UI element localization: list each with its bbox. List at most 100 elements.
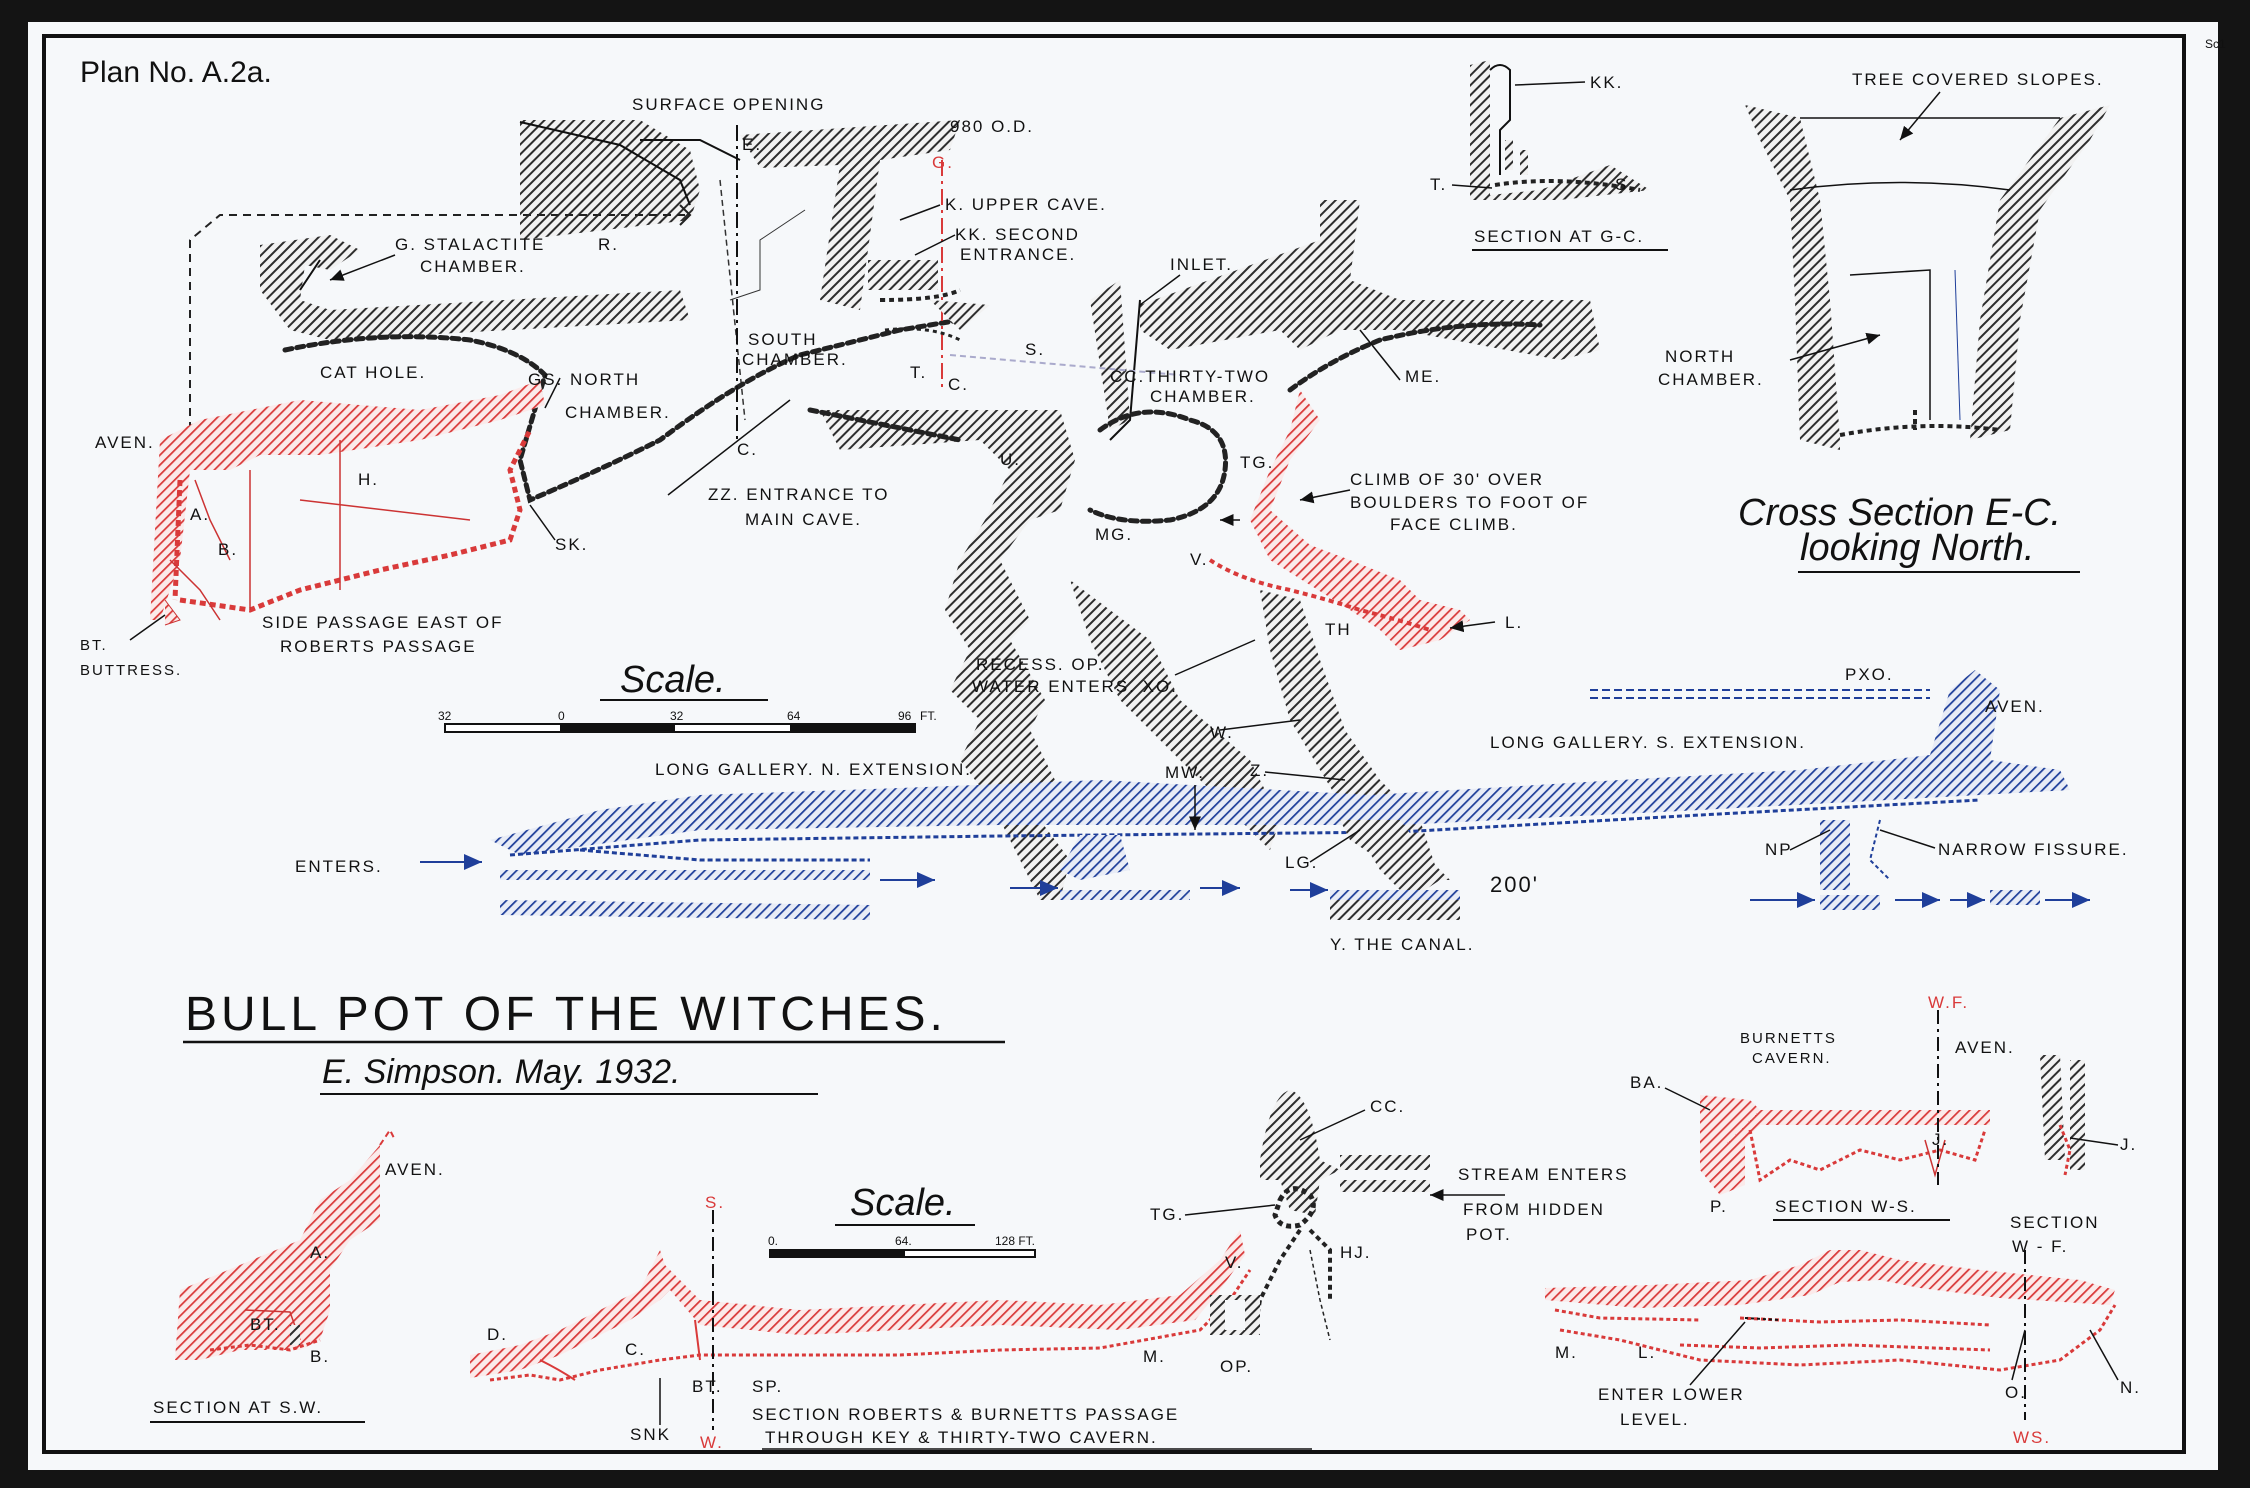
map-label: ZZ. ENTRANCE TO [708,485,889,504]
section-roberts-burnetts: Scale. 0. 64. 128 FT. S. W. CC. TG. STRE… [470,1090,1627,1452]
map-label: C. [948,375,969,394]
map-label: W. [1210,723,1234,742]
map-label: G. STALACTITE [395,235,545,254]
plan-number: Plan No. A.2a. [80,56,272,89]
map-label: WS. [2013,1428,2051,1447]
map-label: CHAMBER. [420,257,526,276]
map-label: P. [1710,1197,1728,1216]
map-label: NORTH [1665,347,1735,366]
map-label: CAT HOLE. [320,363,426,382]
map-label: MG. [1095,525,1133,544]
map-label: AVEN. [385,1160,445,1179]
corner-mark: Sc1 [2205,37,2226,51]
map-label: C. [625,1340,646,1359]
map-label: TREE COVERED SLOPES. [1852,70,2104,89]
map-label: SECTION W-S. [1775,1197,1917,1216]
map-label: W. [700,1433,724,1452]
map-label: 200' [1490,872,1539,897]
roberts-passage-red [150,380,1470,650]
section-w-s: W.F. BURNETTS CAVERN. BA. AVEN. J. J. P.… [1630,993,2137,1221]
map-label: THROUGH KEY & THIRTY-TWO CAVERN. [765,1428,1158,1447]
map-label: 32 [438,709,452,723]
map-label: 0 [558,709,565,723]
sheet-author: E. Simpson. May. 1932. [322,1053,680,1091]
map-label: Cross Section E-C. [1738,492,2061,534]
map-label: MW. [1165,763,1205,782]
map-label: ENTERS. [295,857,383,876]
map-label: S. [705,1193,725,1212]
map-label: AVEN. [1985,697,2045,716]
map-label: ENTER LOWER [1598,1385,1745,1404]
map-label: W.F. [1928,993,1969,1012]
map-label: J. [2120,1135,2137,1154]
map-label: FT. [920,709,937,723]
map-label: NORTH [570,370,640,389]
map-label: HJ. [1340,1243,1372,1262]
map-label: ME. [1405,367,1441,386]
map-label: O. [2005,1383,2027,1402]
map-label: G. [932,153,954,172]
paper [28,22,2218,1470]
map-label: FACE CLIMB. [1390,515,1518,534]
map-label: AVEN. [95,433,155,452]
map-label: L. [1638,1343,1656,1362]
map-label: BT. [80,637,108,654]
map-label: K. UPPER CAVE. [945,195,1107,214]
map-label: KK. SECOND [955,225,1080,244]
map-label: MAIN CAVE. [745,510,862,529]
map-label: PXO. [1845,665,1894,684]
map-label: LONG GALLERY. N. EXTENSION. [655,760,972,779]
map-label: CC. [1370,1097,1405,1116]
map-label: FROM HIDDEN [1463,1200,1605,1219]
map-label: C. [737,440,758,459]
inlet-rock [1090,280,1130,430]
sheet-title: BULL POT OF THE WITCHES. [185,988,947,1041]
title-block: BULL POT OF THE WITCHES. E. Simpson. May… [183,988,1005,1095]
map-label: CHAMBER. [742,350,848,369]
map-label: CHAMBER. [565,403,671,422]
map-label: Scale. [850,1182,956,1224]
map-label: M. [1555,1343,1578,1362]
map-label: R. [598,235,619,254]
map-label: WATER ENTERS. XO. [972,677,1178,696]
section-g-c: KK. T. S. SECTION AT G-C. [1430,60,1668,251]
map-label: Scale. [620,659,726,701]
map-label: OP. [1220,1357,1253,1376]
map-label: B. [310,1347,330,1366]
map-label: POT. [1466,1225,1512,1244]
map-label: 128 FT. [995,1234,1035,1248]
leader-lines [129,204,1936,863]
map-label: SURFACE OPENING [632,95,825,114]
map-label: L. [1505,613,1523,632]
map-label: 0. [768,1234,778,1248]
map-label: Z. [1250,761,1269,780]
map-label: BA. [1630,1073,1663,1092]
map-label: Y. THE CANAL. [1330,935,1474,954]
map-label: 980 O.D. [950,117,1034,136]
map-label: 96 [898,709,912,723]
map-label: BOULDERS TO FOOT OF [1350,493,1589,512]
map-label: KK. [1590,73,1623,92]
stalactite-chamber-rock [260,235,690,340]
map-label: J. [1932,1130,1949,1149]
map-label: CAVERN. [1752,1050,1832,1067]
map-label: ENTRANCE. [960,245,1076,264]
map-label: RECESS. OP. [976,655,1104,674]
map-label: BURNETTS [1740,1030,1837,1047]
map-label: W - F. [2012,1237,2068,1256]
map-label: 32 [670,709,684,723]
map-label: SOUTH [748,330,818,349]
map-label: GS. [528,370,563,389]
boulder-line-plan [282,317,1543,524]
map-label: TG. [1240,453,1274,472]
map-label: NARROW FISSURE. [1938,840,2129,859]
surface-opening-rock [520,120,700,240]
map-label: TG. [1150,1205,1184,1224]
map-label: H. [358,470,379,489]
map-label: SNK [630,1425,671,1444]
map-label: N. [2120,1378,2141,1397]
map-label: LEVEL. [1620,1410,1690,1429]
map-label: S. [1025,340,1045,359]
map-label: BT. [692,1377,723,1396]
long-gallery-blue [420,670,2090,920]
